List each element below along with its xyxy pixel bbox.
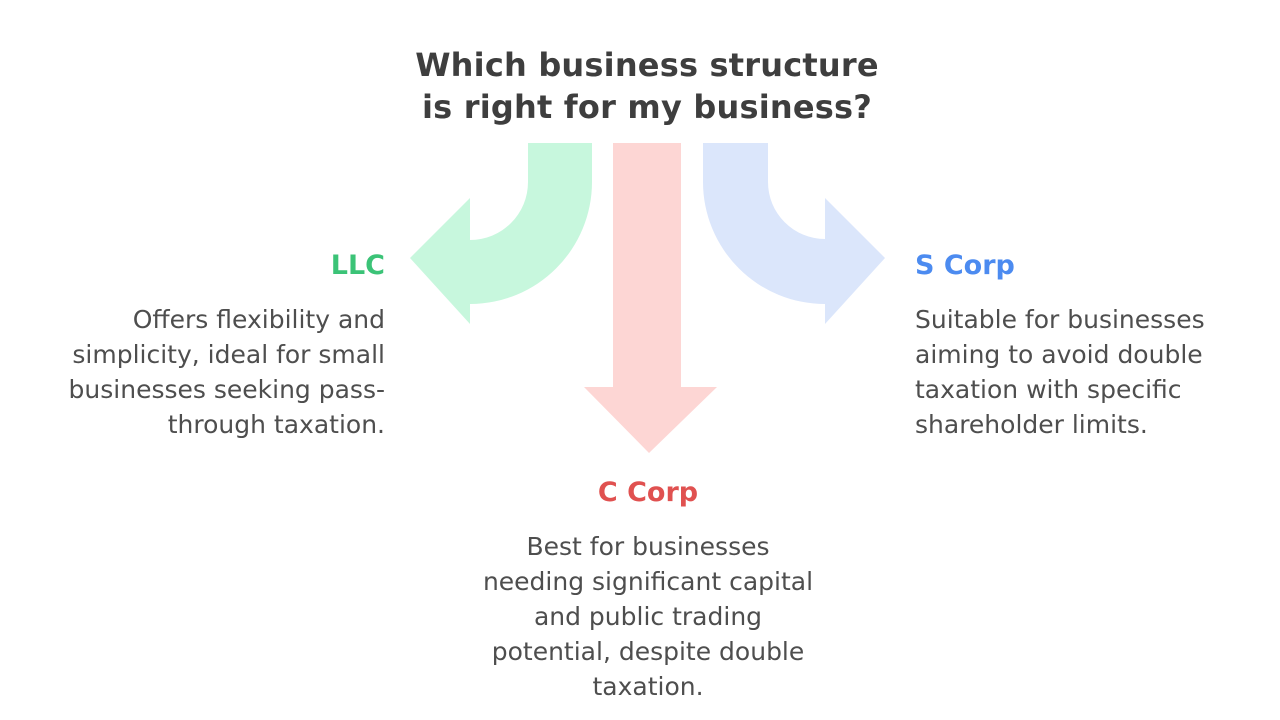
llc-label: LLC [330, 250, 385, 281]
s-corp-description: Suitable for businesses aiming to avoid … [915, 305, 1205, 439]
c-corp-description: Best for businesses needing significant … [482, 532, 814, 701]
llc-description: Offers flexibility and simplicity, ideal… [68, 305, 385, 439]
diagram-title: Which business structure is right for my… [415, 46, 879, 126]
c-corp-label: C Corp [597, 477, 699, 508]
decision-arrows [410, 143, 885, 453]
s-corp-curved-right-arrow-icon [703, 143, 885, 324]
s-corp-label: S Corp [915, 250, 1015, 281]
llc-curved-left-arrow-icon [410, 143, 592, 324]
c-corp-down-arrow-icon [584, 143, 717, 453]
